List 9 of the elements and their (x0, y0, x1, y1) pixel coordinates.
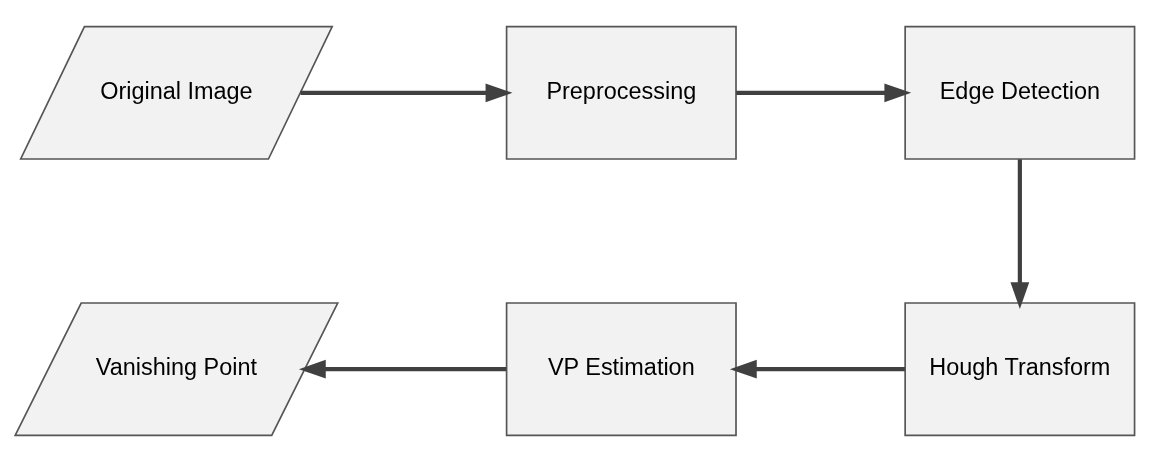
node-box: Edge Detection (904, 25, 1136, 160)
arrow (729, 359, 905, 379)
arrow (1010, 158, 1030, 309)
node-box: Hough Transform (904, 301, 1136, 436)
arrow (736, 82, 912, 102)
arrow (298, 359, 507, 379)
node-box: Preprocessing (505, 25, 737, 160)
arrow (300, 82, 513, 102)
node-box: VP Estimation (505, 301, 737, 436)
